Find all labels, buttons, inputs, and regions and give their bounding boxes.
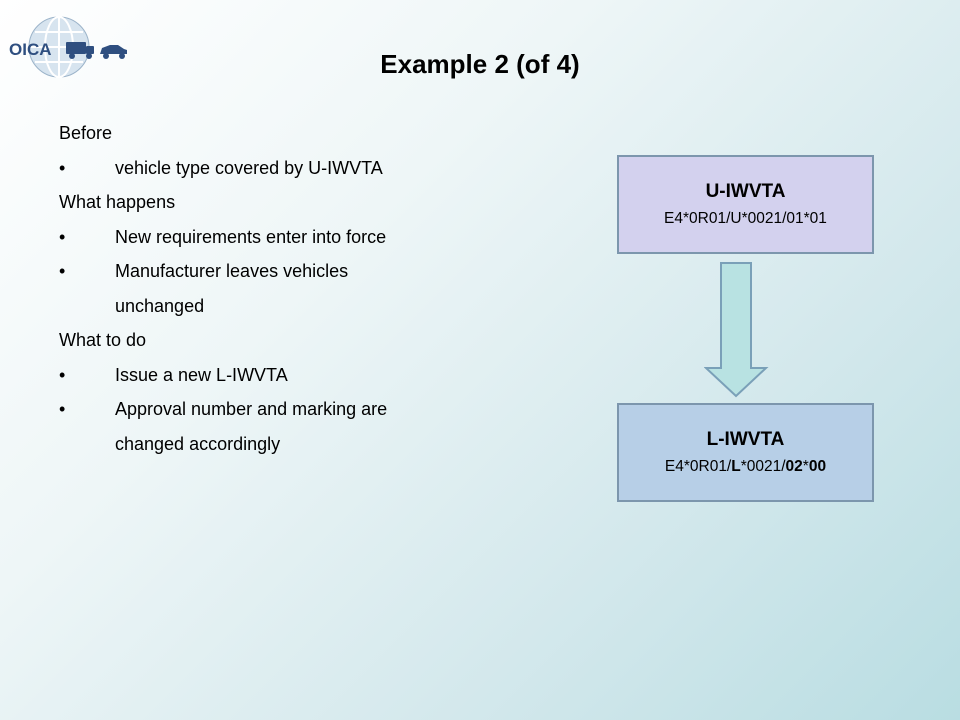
car-icon [100,45,127,59]
u-iwvta-approval-number: E4*0R01/U*0021/01*01 [664,210,827,227]
u-iwvta-title: U-IWVTA [705,181,786,202]
bullet-text: New requirements enter into force [115,226,387,247]
code-part: * [802,458,809,475]
down-arrow-icon [704,262,769,398]
logo-wordmark: OICA [9,40,52,59]
truck-icon [66,42,94,59]
bullet-marker: • [59,364,66,385]
section-heading-before: Before [59,123,113,143]
bullet-item: • Issue a new L-IWVTA [59,358,499,393]
u-iwvta-box: U-IWVTA E4*0R01/U*0021/01*01 [617,155,874,254]
bullet-continuation: unchanged [115,295,205,316]
bullet-continuation: changed accordingly [115,433,281,454]
section-heading-what-to-do: What to do [59,330,147,350]
bullet-item: • New requirements enter into force [59,220,499,255]
section-heading-what-happens: What happens [59,192,176,212]
bullet-marker: • [59,261,66,281]
bullet-item: • Manufacturer leaves vehicles [59,254,499,289]
bullet-text: vehicle type covered by U-IWVTA [115,157,383,178]
globe-icon [28,16,90,78]
slide-title: Example 2 (of 4) [380,49,580,79]
bullet-marker: • [59,157,66,178]
l-iwvta-title: L-IWVTA [706,429,785,450]
bullet-text: Manufacturer leaves vehicles [115,261,349,281]
code-part-changed: L [731,458,741,475]
bullet-item: • Approval number and marking are [59,392,499,427]
bullet-marker: • [59,399,66,419]
arrow-shape [704,262,769,398]
l-iwvta-approval-number: E4*0R01/L*0021/02*00 [619,457,872,477]
code-part-changed: 00 [808,458,827,475]
oica-logo: OICA [6,14,132,84]
code-part: *0021/ [740,458,786,475]
code-part: E4*0R01/ [664,458,732,475]
bullet-marker: • [59,226,66,247]
bullet-item: • vehicle type covered by U-IWVTA [59,151,499,186]
l-iwvta-box: L-IWVTA E4*0R01/L*0021/02*00 [617,403,874,502]
bullet-text: Approval number and marking are [115,399,388,419]
body-text: Before • vehicle type covered by U-IWVTA… [59,116,499,461]
code-part-changed: 02 [785,458,803,475]
bullet-text: Issue a new L-IWVTA [115,364,288,385]
